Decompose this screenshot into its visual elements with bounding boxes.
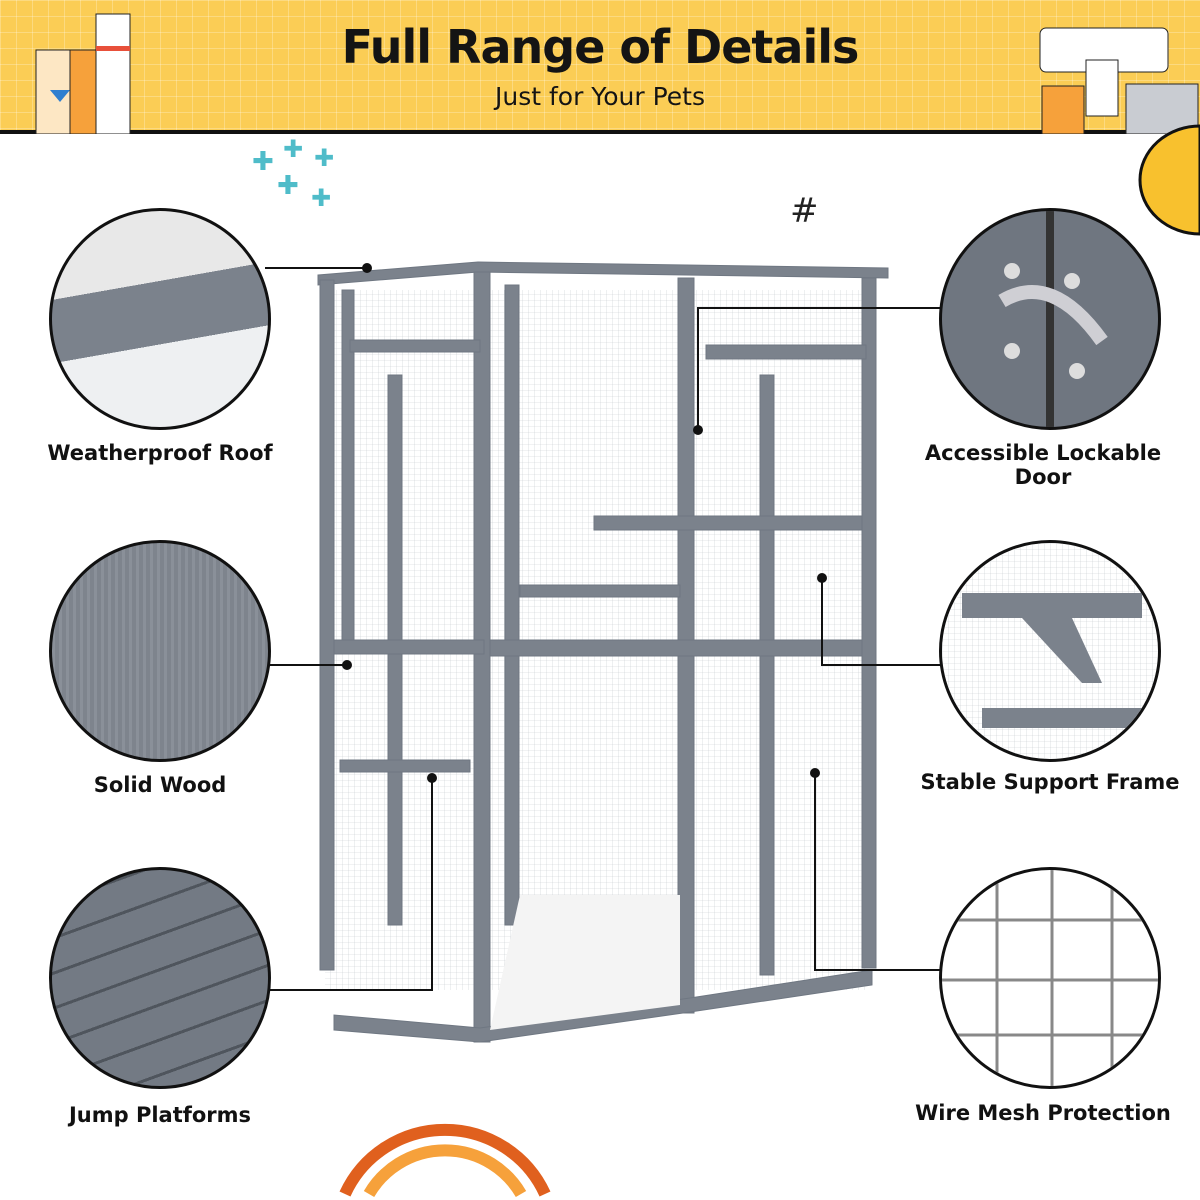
latch-icon [998,211,1108,427]
callout-dots [342,263,827,783]
wood-detail-image [49,540,271,762]
wire-mesh-icon [942,870,1158,1086]
latch-detail-image [939,208,1161,430]
svg-text:✚: ✚ [252,147,274,177]
platform-detail-image [49,867,271,1089]
callout-lines [265,267,940,991]
roof-detail-image [49,208,271,430]
cats-left-illustration [35,13,131,134]
svg-text:✚: ✚ [283,135,303,163]
sparkle-icon: ✚✚ ✚✚ ✚ [252,135,334,212]
wire-mesh-detail-image [939,867,1161,1089]
support-frame-detail-image [939,540,1161,762]
feature-label-wire-mesh: Wire Mesh Protection [915,1101,1171,1125]
yellow-blob-icon [1138,124,1200,236]
feature-label-jump-platforms: Jump Platforms [68,1103,252,1127]
rainbow-arc-icon [339,1123,551,1198]
feature-label-weatherproof-roof: Weatherproof Roof [47,441,273,465]
page-title: Full Range of Details [341,20,860,74]
page-subtitle: Just for Your Pets [494,82,706,111]
feature-label-support-frame: Stable Support Frame [920,770,1180,794]
svg-text:✚: ✚ [311,184,331,212]
feature-label-lockable-door: Accessible Lockable Door [924,441,1162,489]
svg-text:✚: ✚ [277,171,299,201]
feature-label-solid-wood: Solid Wood [93,773,227,797]
header-banner: Full Range of Details Just for Your Pets [0,0,1200,134]
hash-doodle-icon: # [790,191,819,231]
shelf-bracket-icon [942,543,1158,759]
svg-text:✚: ✚ [314,144,334,172]
cats-right-illustration [1039,27,1199,134]
